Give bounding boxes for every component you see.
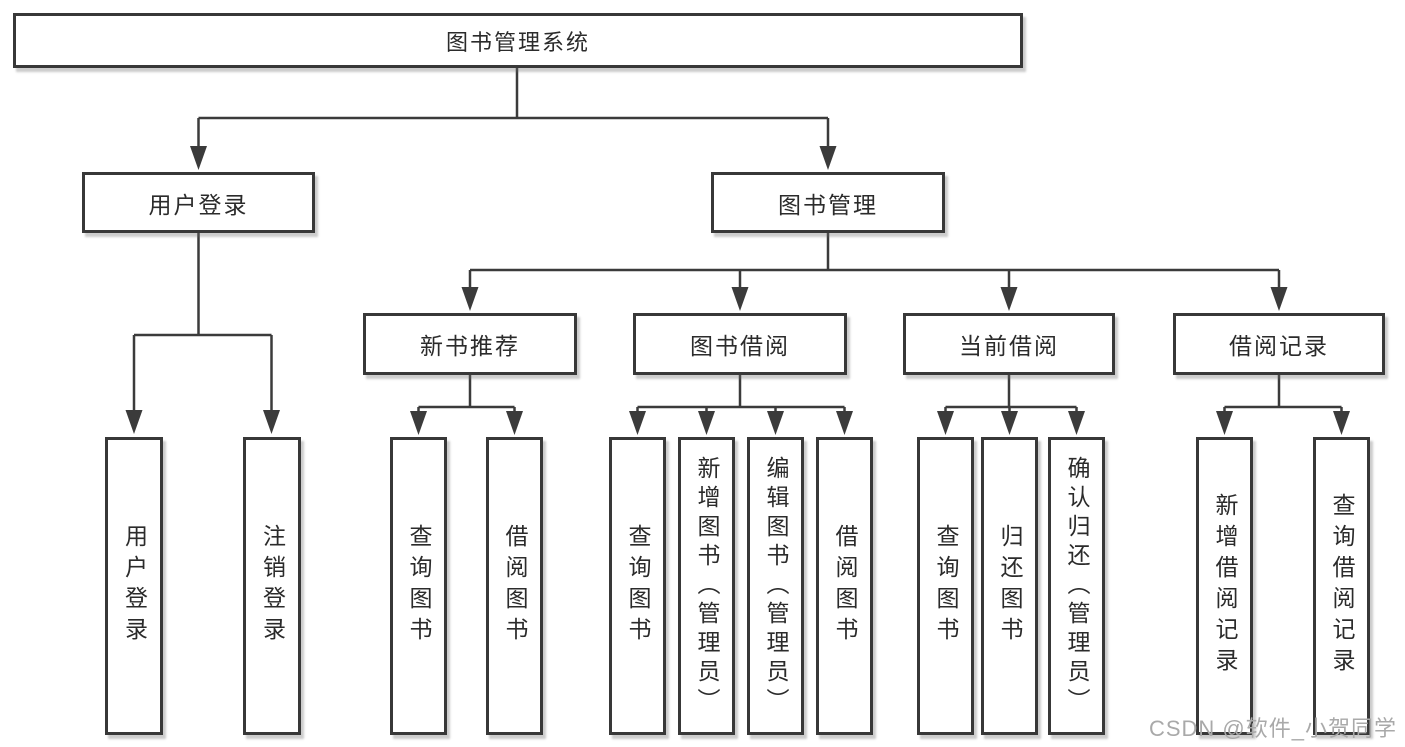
leaf-query-books-2: 查询图书 [609, 437, 666, 735]
leaf-query-borrow-record: 查询借阅记录 [1313, 437, 1370, 735]
leaf-logout: 注销登录 [243, 437, 301, 735]
node-borrow-records: 借阅记录 [1173, 313, 1385, 375]
node-new-book-recommend: 新书推荐 [363, 313, 577, 375]
node-library-system: 图书管理系统 [13, 13, 1023, 68]
node-book-management: 图书管理 [711, 172, 945, 233]
connector-book-borrow [636, 375, 846, 415]
connector-book-mgmt [468, 233, 1281, 292]
leaf-edit-books-admin: 编辑图书（管理员） [747, 437, 804, 735]
node-book-borrowing: 图书借阅 [633, 313, 847, 375]
leaf-query-books: 查询图书 [390, 437, 447, 735]
connector-user-login [132, 233, 273, 412]
leaf-add-books-admin: 新增图书（管理员） [678, 437, 735, 735]
leaf-return-books: 归还图书 [981, 437, 1038, 735]
connector-new-book [417, 375, 516, 415]
leaf-add-borrow-record: 新增借阅记录 [1196, 437, 1253, 735]
leaf-borrow-books-2: 借阅图书 [816, 437, 873, 735]
node-user-login: 用户登录 [82, 172, 315, 233]
connector-borrow-record [1223, 375, 1343, 415]
leaf-user-login: 用户登录 [105, 437, 163, 735]
leaf-confirm-return-admin: 确认归还（管理员） [1048, 437, 1105, 735]
connector-root [197, 68, 830, 150]
leaf-query-books-3: 查询图书 [917, 437, 974, 735]
connector-current-borrow [944, 375, 1078, 415]
node-current-borrowing: 当前借阅 [903, 313, 1115, 375]
csdn-watermark: CSDN @软件_小贺同学 [1148, 716, 1397, 741]
leaf-borrow-books: 借阅图书 [486, 437, 543, 735]
